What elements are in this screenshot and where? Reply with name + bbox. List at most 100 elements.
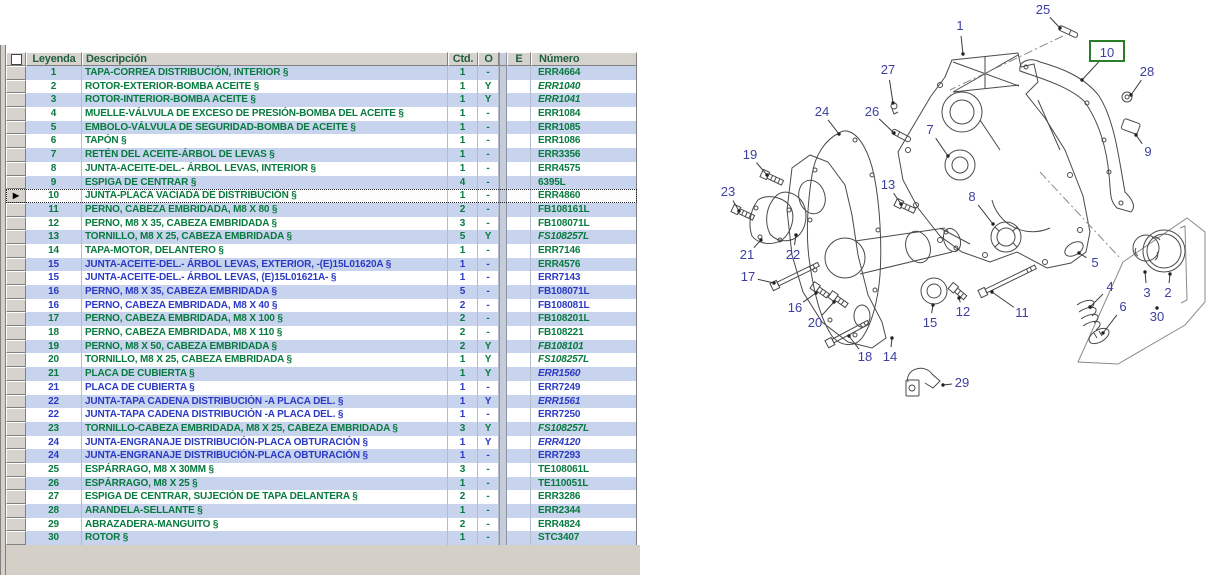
diagram-callout-17[interactable]: 17 xyxy=(741,269,755,284)
row-selector[interactable] xyxy=(6,230,26,244)
diagram-callout-28[interactable]: 28 xyxy=(1140,64,1154,79)
diagram-callout-29[interactable]: 29 xyxy=(955,375,969,390)
diagram-callout-7[interactable]: 7 xyxy=(926,122,933,137)
row-selector[interactable] xyxy=(6,216,26,231)
diagram-callout-25[interactable]: 25 xyxy=(1036,2,1050,17)
row-selector[interactable] xyxy=(6,79,26,94)
row-selector[interactable] xyxy=(6,394,26,409)
row-selector[interactable] xyxy=(6,380,26,395)
row-selector[interactable] xyxy=(6,326,26,340)
row-selector[interactable] xyxy=(6,243,26,258)
row-selector[interactable] xyxy=(6,161,26,176)
diagram-callout-3[interactable]: 3 xyxy=(1143,285,1150,300)
diagram-callout-5[interactable]: 5 xyxy=(1091,255,1098,270)
diagram-callout-11[interactable]: 11 xyxy=(1015,305,1029,320)
row-selector[interactable] xyxy=(6,449,26,463)
select-all-checkbox[interactable] xyxy=(10,54,22,65)
row-selector[interactable] xyxy=(6,134,26,149)
diagram-callout-1[interactable]: 1 xyxy=(956,18,963,33)
diagram-callout-20[interactable]: 20 xyxy=(808,315,822,330)
row-selector[interactable] xyxy=(6,353,26,368)
row-selector[interactable]: ▶ xyxy=(6,189,26,203)
diagram-callout-16[interactable]: 16 xyxy=(788,300,802,315)
select-all-header[interactable] xyxy=(6,52,26,66)
diagram-callout-26[interactable]: 26 xyxy=(865,104,879,119)
row-selector[interactable] xyxy=(6,367,26,381)
row-selector[interactable] xyxy=(6,531,26,546)
diagram-callout-8[interactable]: 8 xyxy=(968,189,975,204)
row-selector[interactable] xyxy=(6,120,26,135)
row-selector[interactable] xyxy=(6,408,26,422)
row-selector[interactable] xyxy=(6,93,26,108)
diagram-callout-18[interactable]: 18 xyxy=(858,349,872,364)
row-selector[interactable] xyxy=(6,476,26,491)
row-selector[interactable] xyxy=(6,285,26,299)
diagram-callout-30[interactable]: 30 xyxy=(1150,309,1164,324)
row-selector[interactable] xyxy=(6,257,26,272)
diagram-callout-2[interactable]: 2 xyxy=(1164,285,1171,300)
row-selector[interactable] xyxy=(6,435,26,450)
row-selector[interactable] xyxy=(6,107,26,121)
diagram-callout-9[interactable]: 9 xyxy=(1144,144,1151,159)
diagram-callout-22[interactable]: 22 xyxy=(786,247,800,262)
diagram-callout-27[interactable]: 27 xyxy=(881,62,895,77)
row-selector[interactable] xyxy=(6,517,26,532)
row-selector[interactable] xyxy=(6,175,26,190)
diagram-callout-4[interactable]: 4 xyxy=(1106,279,1113,294)
diagram-callout-21[interactable]: 21 xyxy=(740,247,754,262)
diagram-callout-19[interactable]: 19 xyxy=(743,147,757,162)
row-selector[interactable] xyxy=(6,490,26,504)
diagram-callout-24[interactable]: 24 xyxy=(815,104,829,119)
diagram-callout-15[interactable]: 15 xyxy=(923,315,937,330)
row-selector[interactable] xyxy=(6,298,26,313)
diagram-callout-12[interactable]: 12 xyxy=(956,304,970,319)
diagram-callout-13[interactable]: 13 xyxy=(881,177,895,192)
row-selector[interactable] xyxy=(6,271,26,285)
row-selector[interactable] xyxy=(6,66,26,80)
diagram-callout-14[interactable]: 14 xyxy=(883,349,897,364)
row-selector[interactable] xyxy=(6,421,26,436)
row-selector[interactable] xyxy=(6,202,26,217)
row-selector[interactable] xyxy=(6,339,26,354)
diagram-callout-6[interactable]: 6 xyxy=(1119,299,1126,314)
row-selector[interactable] xyxy=(6,462,26,477)
row-selector[interactable] xyxy=(6,504,26,518)
row-selector[interactable] xyxy=(6,148,26,162)
diagram-callout-23[interactable]: 23 xyxy=(721,184,735,199)
diagram-callout-10[interactable]: 10 xyxy=(1100,45,1114,60)
